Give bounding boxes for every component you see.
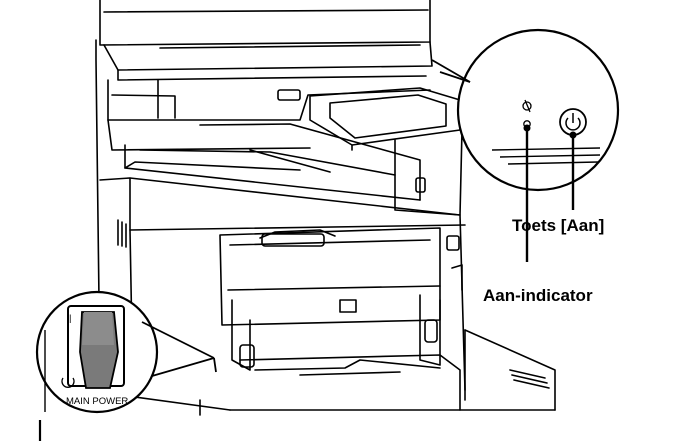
power-icon — [565, 117, 581, 131]
power-button-label: Toets [Aan] — [512, 216, 605, 235]
power-on-mark: | — [69, 313, 71, 324]
power-button[interactable] — [559, 108, 587, 136]
control-panel — [309, 87, 461, 151]
output-tray — [124, 123, 421, 201]
paper-drawer — [239, 354, 461, 411]
front-door-area — [219, 227, 441, 371]
main-power-caption: MAIN POWER — [66, 396, 128, 407]
right-latch — [446, 235, 463, 291]
power-button-inset — [431, 28, 620, 262]
front-right-panel — [394, 129, 463, 216]
switch-power-icon — [61, 372, 75, 388]
rocker-switch[interactable] — [79, 311, 119, 389]
eco-icon — [522, 99, 532, 113]
main-power-switch-inset: | MAIN POWER — [35, 290, 217, 441]
side-vents — [117, 219, 550, 389]
power-indicator-label: Aan-indicator — [483, 286, 593, 305]
panel-edge — [491, 147, 601, 165]
document-feeder — [99, 0, 433, 81]
